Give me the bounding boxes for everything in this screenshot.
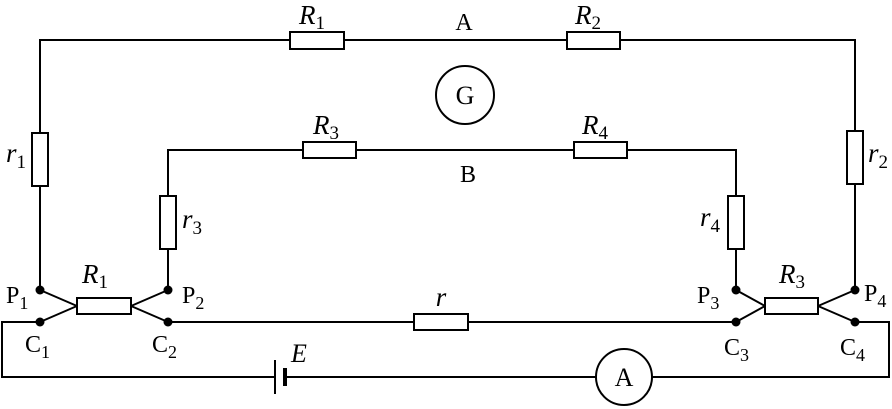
label-top-r1: R1 (298, 0, 325, 34)
label-c4: C4 (840, 335, 865, 365)
lead-p1 (39, 289, 78, 307)
resistor-small-r3 (159, 195, 177, 250)
label-c3: C3 (724, 335, 749, 365)
galvanometer-circle (435, 65, 495, 125)
label-r1: r1 (6, 138, 26, 173)
label-p2: P2 (182, 283, 204, 313)
link-branch (168, 313, 736, 331)
resistor-top-r2 (566, 31, 621, 50)
wire-source-left (1, 321, 275, 378)
ammeter-circle (595, 348, 653, 406)
lead-c4 (817, 305, 856, 323)
label-r2: r2 (868, 138, 888, 173)
label-bottom-r1: R1 (81, 259, 108, 293)
lead-p4 (817, 289, 856, 307)
lead-p3 (735, 289, 766, 307)
resistor-small-r1 (31, 132, 49, 187)
resistor-small-r4 (727, 195, 745, 250)
label-r4: r4 (700, 202, 721, 237)
label-p4: P4 (864, 281, 886, 311)
ammeter-label: A (615, 363, 634, 392)
label-top-r2: R2 (574, 0, 601, 34)
resistor-mid-r4 (573, 141, 628, 159)
lead-c1 (39, 305, 78, 323)
node-p1 (35, 285, 45, 295)
source-branch: A (1, 321, 890, 406)
wire-top-left (39, 39, 290, 290)
resistor-top-r1 (289, 31, 345, 50)
label-r3: r3 (182, 204, 202, 239)
labels: R1 A R2 R3 R4 B r1 r2 r3 r4 R1 R3 r P1 P… (6, 0, 888, 368)
label-emf-e: E (290, 339, 307, 368)
galvanometer-label: G (456, 81, 475, 110)
lead-c3 (735, 305, 766, 323)
node-p4 (850, 285, 860, 295)
lead-c2 (130, 305, 169, 323)
label-link-r: r (436, 282, 447, 312)
resistor-mid-r3 (302, 141, 357, 159)
label-p3: P3 (697, 283, 719, 313)
resistor-small-r2 (846, 130, 864, 185)
label-c2: C2 (152, 332, 177, 362)
label-node-a: A (455, 10, 473, 36)
lead-p2 (130, 289, 169, 307)
wire-top-right (620, 39, 856, 290)
middle-branch (159, 141, 745, 290)
label-mid-r4: R4 (581, 110, 609, 144)
label-c1: C1 (25, 332, 50, 362)
label-mid-r3: R3 (312, 110, 339, 144)
node-p2 (163, 285, 173, 295)
top-branch (31, 31, 864, 290)
resistor-bottom-r3 (764, 297, 819, 315)
label-node-b: B (460, 162, 476, 188)
label-p1: P1 (6, 283, 28, 313)
node-p3 (731, 285, 741, 295)
resistor-bottom-r1 (76, 297, 132, 315)
wire-source-right (652, 321, 890, 378)
four-terminal-resistor-left (35, 285, 173, 327)
label-bottom-r3: R3 (778, 259, 805, 293)
resistor-link-r (413, 313, 469, 331)
galvanometer: G (435, 65, 495, 125)
